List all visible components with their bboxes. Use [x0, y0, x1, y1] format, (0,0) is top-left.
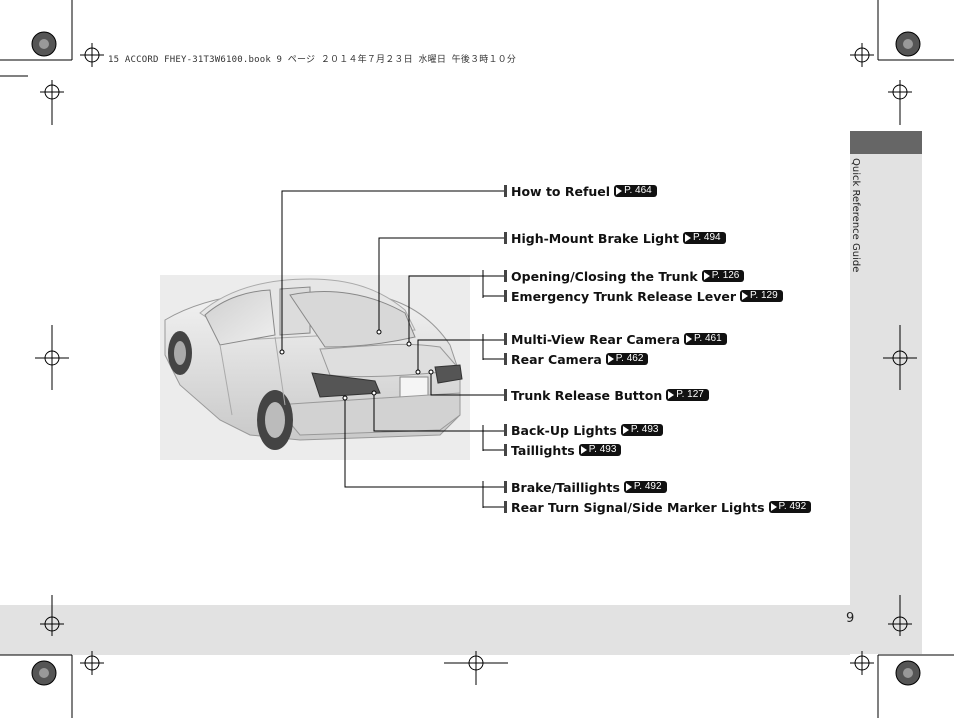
page-ref-link[interactable]: P. 127 [666, 389, 709, 401]
callout-brake-taillights: Brake/Taillights P. 492 [504, 479, 667, 495]
side-panel [850, 154, 922, 654]
callout-opening-closing-trunk: Opening/Closing the Trunk P. 126 [504, 268, 745, 284]
callout-text: Brake/Taillights [511, 479, 620, 495]
page-ref-link[interactable]: P. 462 [605, 353, 649, 365]
callout-text: Taillights [511, 442, 575, 458]
arrow-icon [686, 335, 693, 343]
arrow-icon [580, 446, 587, 454]
callout-bar [504, 481, 507, 493]
callout-text: Trunk Release Button [511, 387, 663, 403]
callout-bar [504, 185, 507, 197]
callout-bar [504, 333, 507, 345]
callout-rear-turn-signal: Rear Turn Signal/Side Marker Lights P. 4… [504, 499, 812, 515]
arrow-icon [616, 187, 623, 195]
callout-bar [504, 444, 507, 456]
car-rear-illustration [160, 275, 470, 460]
callout-trunk-release-button: Trunk Release Button P. 127 [504, 387, 709, 403]
callout-text: Rear Camera [511, 351, 602, 367]
page-ref-link[interactable]: P. 129 [740, 290, 783, 302]
callout-rear-camera: Rear Camera P. 462 [504, 351, 649, 367]
page-number: 9 [846, 611, 855, 626]
callout-bar [504, 389, 507, 401]
arrow-icon [625, 483, 632, 491]
arrow-icon [607, 355, 614, 363]
print-header: 15 ACCORD FHEY-31T3W6100.book 9 ページ ２０１４… [108, 55, 517, 65]
page-ref-link[interactable]: P. 493 [578, 444, 622, 456]
page-ref-link[interactable]: P. 492 [768, 501, 812, 513]
page-ref-link[interactable]: P. 492 [623, 481, 667, 493]
callout-text: Opening/Closing the Trunk [511, 268, 698, 284]
callout-text: Rear Turn Signal/Side Marker Lights [511, 499, 765, 515]
callout-emergency-trunk-release: Emergency Trunk Release Lever P. 129 [504, 288, 783, 304]
callout-text: Multi-View Rear Camera [511, 331, 681, 347]
callout-text: Emergency Trunk Release Lever [511, 288, 737, 304]
callout-text: How to Refuel [511, 183, 611, 199]
footer-band [0, 605, 850, 655]
side-tab-marker [850, 131, 922, 154]
side-tab-label: Quick Reference Guide [850, 158, 861, 273]
page-ref-link[interactable]: P. 126 [701, 270, 745, 282]
page-ref-link[interactable]: P. 494 [682, 232, 726, 244]
callout-bar [504, 353, 507, 365]
callout-multi-view-rear-camera: Multi-View Rear Camera P. 461 [504, 331, 727, 347]
arrow-icon [684, 234, 691, 242]
arrow-icon [770, 503, 777, 511]
callout-taillights: Taillights P. 493 [504, 442, 622, 458]
arrow-icon [622, 426, 629, 434]
page-ref-link[interactable]: P. 493 [620, 424, 664, 436]
crosshair-icon [80, 43, 104, 67]
page-ref-link[interactable]: P. 461 [684, 333, 727, 345]
arrow-icon [742, 292, 749, 300]
callout-bar [504, 501, 507, 513]
arrow-icon [703, 272, 710, 280]
page-ref-link[interactable]: P. 464 [614, 185, 657, 197]
callout-how-to-refuel: How to Refuel P. 464 [504, 183, 657, 199]
callout-high-mount-brake-light: High-Mount Brake Light P. 494 [504, 230, 726, 246]
callout-text: Back-Up Lights [511, 422, 617, 438]
callout-bar [504, 424, 507, 436]
callout-back-up-lights: Back-Up Lights P. 493 [504, 422, 664, 438]
callout-bar [504, 270, 507, 282]
arrow-icon [668, 391, 675, 399]
callout-text: High-Mount Brake Light [511, 230, 679, 246]
callout-bar [504, 290, 507, 302]
callout-bar [504, 232, 507, 244]
